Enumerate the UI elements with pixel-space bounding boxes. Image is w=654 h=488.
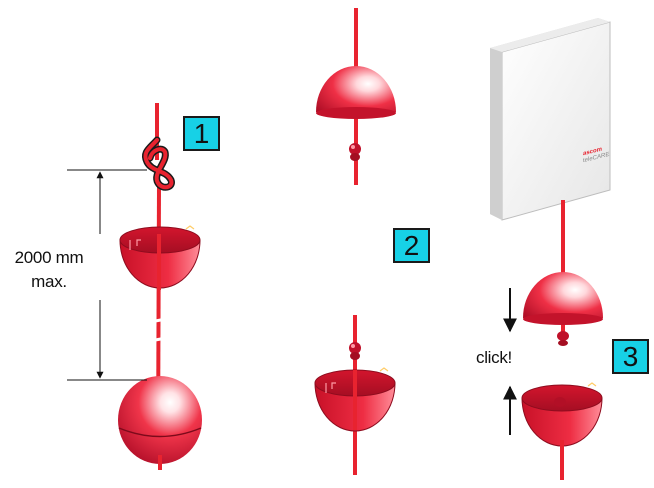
open-cup [119,225,201,290]
click-label: click! [476,348,512,367]
teleCARE-device [490,18,611,221]
cord-bead [349,143,361,161]
step-1-assembly [118,103,202,470]
step-2-assembly [314,8,396,475]
cord-bead [349,342,361,360]
closed-ball [118,376,202,464]
cord-bead [557,331,569,346]
dimension-value: 2000 mm [14,248,84,267]
step-1-badge: 1 [183,116,220,151]
dimension-label: 2000 mm max. [8,246,90,294]
open-cup [314,367,396,432]
open-cup [521,382,603,447]
dome-half [523,272,603,325]
dome-half [316,66,396,119]
cord-knot [141,136,175,191]
dimension-marker [67,169,147,381]
step-2-badge: 2 [393,228,430,263]
step-3-badge: 3 [612,339,649,374]
dimension-qualifier: max. [31,272,67,291]
step-3-assembly [490,18,611,480]
